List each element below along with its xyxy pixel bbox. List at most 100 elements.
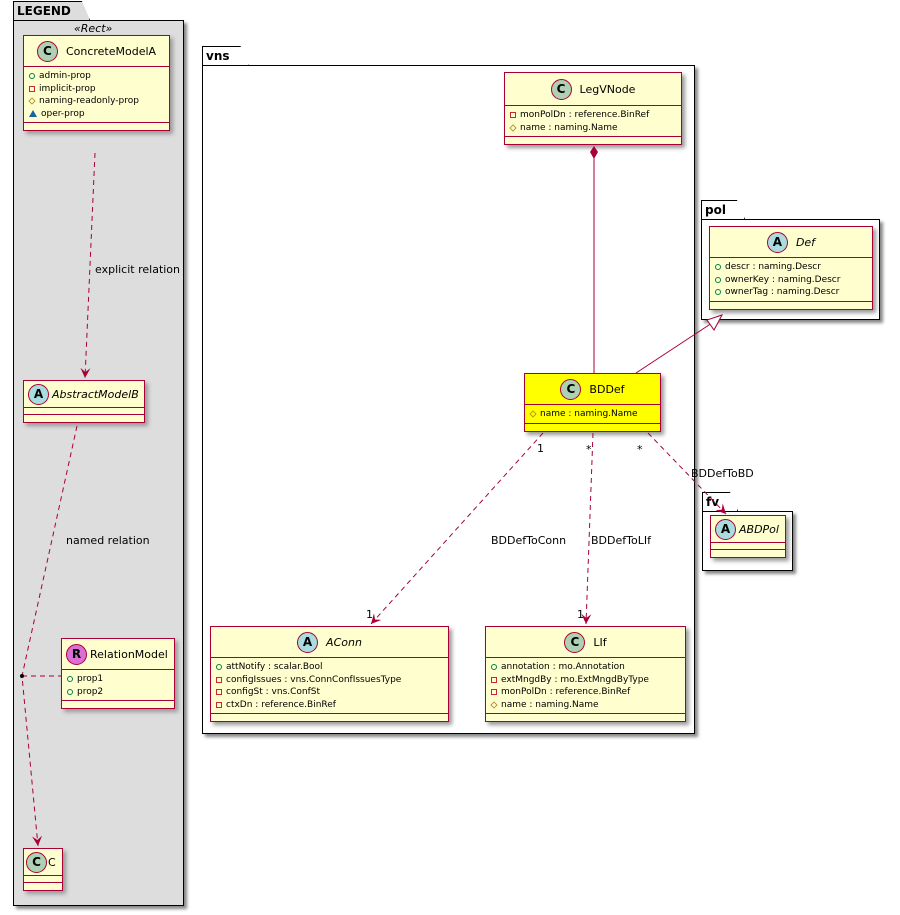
class-a-icon: A: [28, 383, 49, 405]
attribute-text: monPolDn : reference.BinRef: [520, 110, 650, 120]
private-visibility-icon: [491, 689, 497, 696]
private-visibility-icon: [216, 689, 222, 696]
public-visibility-icon: [216, 664, 222, 671]
class-name: LIf: [593, 635, 607, 649]
attribute-list: [24, 408, 144, 415]
class-abd-pol[interactable]: A ABDPol: [710, 515, 786, 558]
public-visibility-icon: [715, 289, 721, 296]
private-visibility-icon: [510, 112, 516, 119]
class-header: C LIf: [486, 627, 685, 658]
operations-compartment: [525, 424, 660, 431]
class-concrete-model-a[interactable]: C ConcreteModelA admin-prop implicit-pro…: [23, 35, 170, 131]
attribute-list: [24, 876, 62, 883]
attribute-list: descr : naming.Descr ownerKey : naming.D…: [710, 258, 872, 302]
class-bd-def[interactable]: C BDDef name : naming.Name: [524, 373, 661, 432]
multiplicity-label: *: [586, 443, 592, 456]
attribute-text: naming-readonly-prop: [39, 96, 139, 106]
class-header: A ABDPol: [711, 516, 785, 543]
pol-package-tab: pol: [701, 200, 745, 219]
attribute-text: ownerTag : naming.Descr: [725, 287, 840, 297]
relation-label-named: named relation: [66, 534, 150, 547]
attribute-list: name : naming.Name: [525, 405, 660, 424]
attribute-row: configIssues : vns.ConnConfIssuesType: [216, 674, 444, 687]
class-header: R RelationModel: [62, 639, 174, 670]
class-name: LegVNode: [579, 82, 636, 96]
private-visibility-icon: [216, 701, 222, 708]
public-visibility-icon: [29, 73, 35, 80]
attribute-row: ctxDn : reference.BinRef: [216, 699, 444, 712]
multiplicity-label: 1: [537, 442, 544, 455]
public-visibility-icon: [715, 264, 721, 271]
relation-label-explicit: explicit relation: [95, 263, 181, 276]
attribute-row: admin-prop: [29, 70, 165, 83]
attribute-list: [711, 543, 785, 550]
attribute-row: name : naming.Name: [509, 122, 677, 135]
attribute-row: monPolDn : reference.BinRef: [510, 109, 677, 122]
attribute-row: annotation : mo.Annotation: [491, 661, 681, 674]
attribute-text: extMngdBy : mo.ExtMngdByType: [501, 674, 649, 685]
attribute-row: extMngdBy : mo.ExtMngdByType: [491, 674, 681, 687]
relation-label-bddef-to-lif: BDDefToLIf: [591, 534, 651, 547]
attribute-row: prop2: [67, 686, 170, 699]
attribute-row: attNotify : scalar.Bool: [216, 661, 444, 674]
class-abstract-model-b[interactable]: A AbstractModelB: [23, 380, 145, 423]
class-c-icon: C: [36, 40, 58, 62]
attribute-row: ownerTag : naming.Descr: [715, 286, 868, 299]
class-def[interactable]: A Def descr : naming.Descr ownerKey : na…: [709, 226, 873, 310]
attribute-row: name : naming.Name: [490, 699, 681, 712]
class-l-if[interactable]: C LIf annotation : mo.Annotation extMngd…: [485, 626, 686, 722]
class-c-icon: C: [564, 631, 586, 653]
class-name: C: [48, 855, 56, 869]
class-c[interactable]: C C: [23, 848, 63, 891]
protected-visibility-icon: [490, 701, 498, 709]
multiplicity-label: *: [637, 443, 643, 456]
operations-compartment: [24, 415, 144, 422]
attribute-text: annotation : mo.Annotation: [501, 662, 625, 672]
attribute-row: ownerKey : naming.Descr: [715, 274, 868, 287]
fv-package-tab: fv: [702, 492, 738, 511]
attribute-text: oper-prop: [41, 108, 85, 119]
operations-compartment: [486, 714, 685, 721]
attribute-row: naming-readonly-prop: [28, 95, 165, 108]
class-header: A AConn: [211, 627, 448, 658]
public-visibility-icon: [67, 688, 73, 695]
class-c-icon: C: [550, 78, 572, 100]
class-header: A Def: [710, 227, 872, 258]
class-leg-v-node[interactable]: C LegVNode monPolDn : reference.BinRef n…: [504, 72, 682, 145]
class-relation-model[interactable]: R RelationModel prop1 prop2: [61, 638, 175, 709]
legend-package: [13, 20, 184, 906]
operations-compartment: [211, 714, 448, 721]
package-visibility-icon: [29, 110, 37, 118]
legend-package-tab: LEGEND: [13, 1, 90, 20]
public-visibility-icon: [715, 276, 721, 283]
operations-compartment: [505, 137, 681, 144]
attribute-row: descr : naming.Descr: [715, 261, 868, 274]
attribute-text: name : naming.Name: [501, 699, 599, 710]
public-visibility-icon: [67, 676, 73, 683]
attribute-list: prop1 prop2: [62, 670, 174, 701]
operations-compartment: [710, 302, 872, 309]
class-name: ABDPol: [739, 522, 779, 536]
operations-compartment: [711, 550, 785, 557]
class-name: BDDef: [589, 382, 625, 396]
attribute-list: monPolDn : reference.BinRef name : namin…: [505, 106, 681, 137]
class-name: AbstractModelB: [52, 387, 139, 401]
class-name: RelationModel: [90, 647, 168, 661]
attribute-text: ctxDn : reference.BinRef: [226, 699, 336, 710]
class-header: C ConcreteModelA: [24, 36, 169, 67]
attribute-text: admin-prop: [39, 71, 91, 81]
protected-visibility-icon: [529, 410, 537, 418]
attribute-text: descr : naming.Descr: [725, 262, 821, 272]
attribute-text: prop2: [77, 686, 104, 697]
class-c-icon: C: [26, 851, 47, 873]
attribute-row: monPolDn : reference.BinRef: [491, 686, 681, 699]
class-name: Def: [795, 235, 816, 249]
private-visibility-icon: [491, 676, 497, 683]
class-a-conn[interactable]: A AConn attNotify : scalar.Bool configIs…: [210, 626, 449, 722]
attribute-row: name : naming.Name: [529, 408, 656, 421]
attribute-text: configSt : vns.ConfSt: [226, 687, 321, 697]
class-name: AConn: [326, 635, 362, 649]
relation-label-bddef-to-bd: BDDefToBD: [691, 467, 754, 480]
class-a-icon: A: [715, 518, 736, 540]
protected-visibility-icon: [509, 124, 517, 132]
